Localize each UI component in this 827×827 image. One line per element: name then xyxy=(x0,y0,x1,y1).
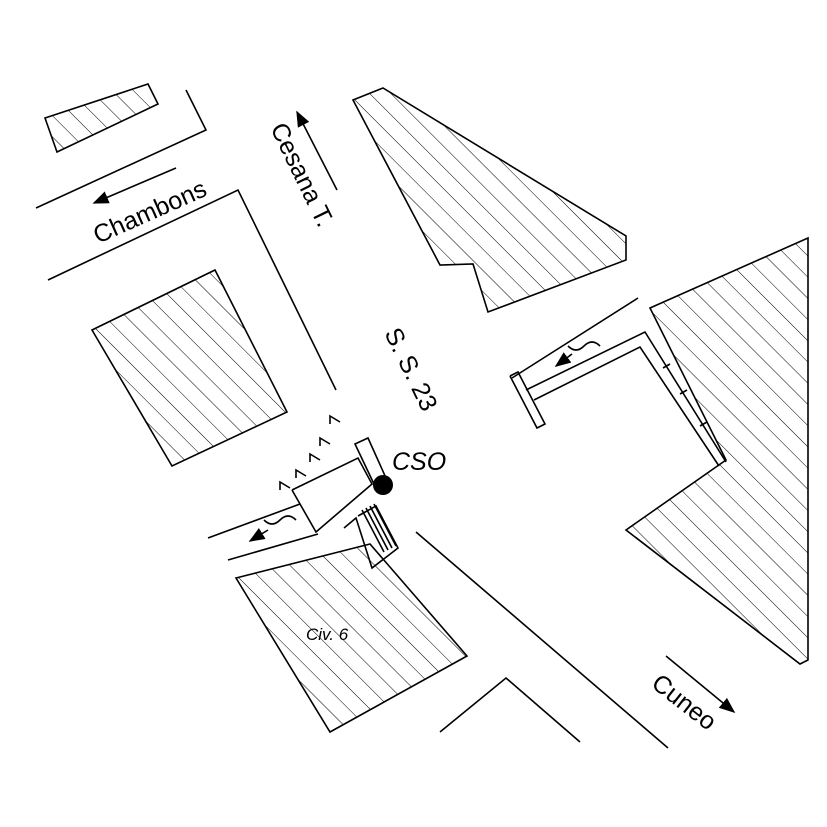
right-flow-arrow xyxy=(554,352,573,367)
stair-line-2 xyxy=(365,507,389,551)
label-cuneo: Cuneo xyxy=(646,669,721,736)
right-wall-tick-2 xyxy=(679,389,688,395)
tooth-2 xyxy=(295,468,307,478)
left-channel-lower xyxy=(227,533,319,561)
left-channel-upper xyxy=(207,503,301,539)
right-structure xyxy=(509,370,547,430)
right-channel-outline xyxy=(511,297,639,379)
stair-line-1 xyxy=(361,509,385,553)
label-cso: CSO xyxy=(392,448,446,476)
block-top-left xyxy=(35,89,208,209)
left-flow-symbol xyxy=(263,515,297,525)
label-civ-6: Civ. 6 xyxy=(306,625,349,644)
tooth-3 xyxy=(309,452,321,462)
stair-line-3 xyxy=(369,505,393,549)
building-left xyxy=(90,268,289,468)
right-wall-tick-3 xyxy=(699,421,708,427)
cesana-arrow xyxy=(296,110,338,191)
left-flow-arrow xyxy=(248,528,269,542)
chambons-arrow xyxy=(92,167,177,204)
stair-line-4 xyxy=(373,503,397,547)
tooth-4 xyxy=(319,436,331,446)
right-structure-inner xyxy=(533,345,720,467)
cuneo-arrow xyxy=(665,655,736,714)
building-top-left xyxy=(43,83,160,154)
cso-marker-icon xyxy=(373,475,393,495)
building-top-right xyxy=(351,87,627,314)
building-right xyxy=(624,236,809,665)
right-flow-symbol xyxy=(567,341,601,351)
label-cesana: Cesana T. xyxy=(265,118,339,231)
label-road-ss23: S. S. 23 xyxy=(379,323,443,415)
tooth-1 xyxy=(279,480,291,490)
cso-stair xyxy=(343,504,400,570)
block-bottom xyxy=(439,676,581,743)
building-civ-6 xyxy=(234,543,469,734)
right-structure-wall xyxy=(525,330,727,463)
street-ss23-edge-right xyxy=(415,531,669,749)
tooth-5 xyxy=(329,414,341,424)
right-wall-tick-1 xyxy=(662,363,671,369)
street-chambons-edge xyxy=(47,188,337,391)
cso-vault xyxy=(291,456,374,534)
